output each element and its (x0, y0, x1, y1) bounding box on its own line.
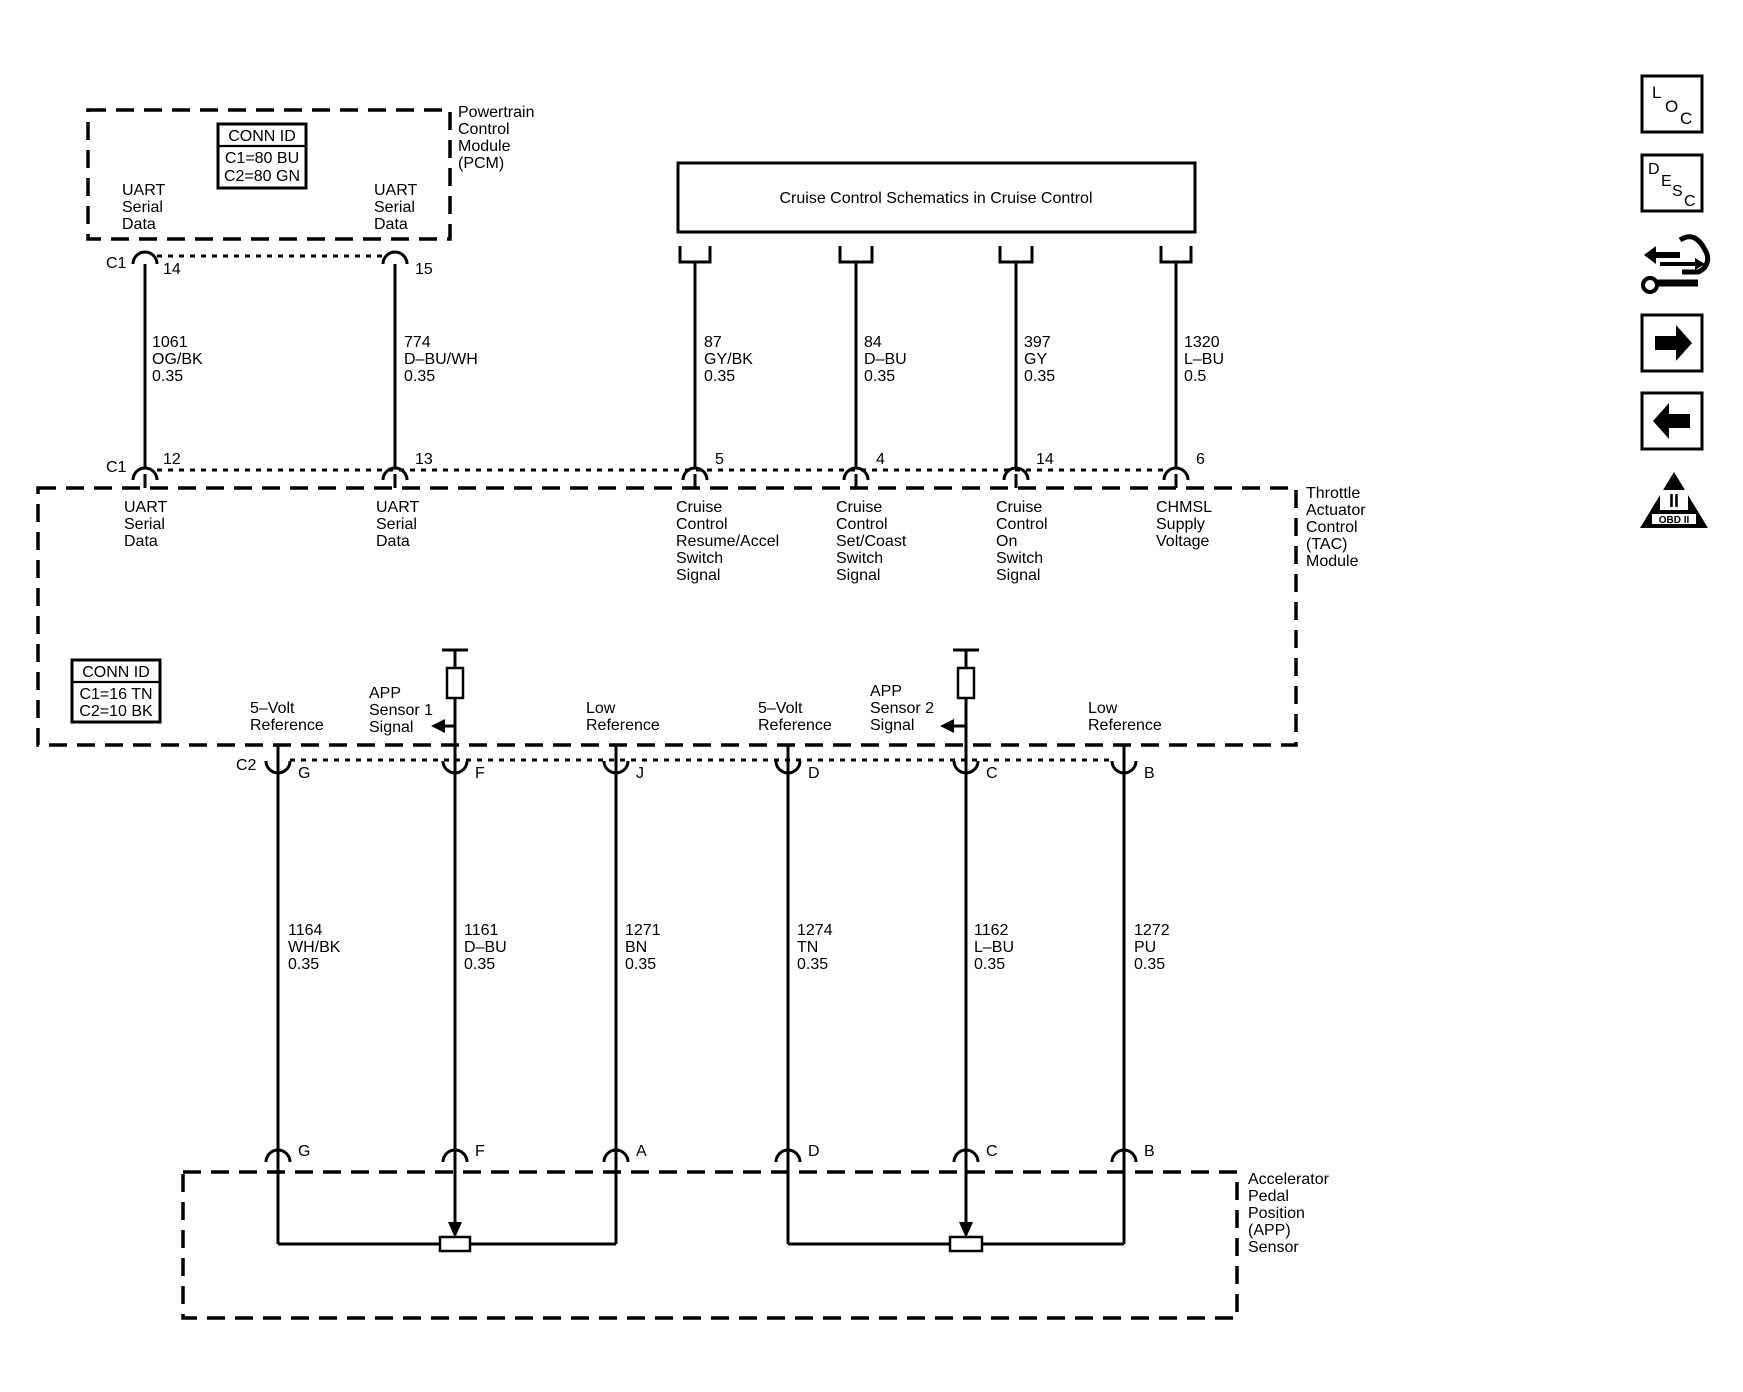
app-pin: F (475, 1143, 485, 1160)
svg-text:C: C (1684, 193, 1696, 210)
tac-top-label: UART Serial Data (376, 499, 423, 550)
tac-pin: 12 (163, 451, 181, 468)
loc-button[interactable]: L O C (1640, 74, 1704, 134)
wire-label: 1272 PU 0.35 (1134, 922, 1174, 973)
obd-ii-icon[interactable]: II OBD II (1640, 472, 1708, 528)
tac-c1-label: C1 (106, 459, 127, 476)
sensor2-pullup-resistor (940, 648, 979, 745)
wire-label: 1320 L–BU 0.5 (1184, 334, 1228, 385)
tac-pin: D (808, 765, 820, 782)
tac-pin: J (636, 765, 644, 782)
svg-text:CONN ID: CONN ID (228, 128, 296, 145)
svg-text:S: S (1672, 183, 1683, 200)
tac-pin: C (986, 765, 998, 782)
tac-top-label: Cruise Control On Switch Signal (996, 499, 1052, 584)
tac-pin: 6 (1196, 451, 1205, 468)
wire-label: 774 D–BU/WH 0.35 (404, 334, 482, 385)
navigation-toolbar: L O C D E S C (1640, 74, 1711, 528)
tac-c2-label: C2 (236, 757, 257, 774)
svg-text:C1=80 BU: C1=80 BU (225, 150, 299, 167)
connector-tool-icon[interactable] (1641, 234, 1711, 294)
wire-label: 87 GY/BK 0.35 (704, 334, 757, 385)
pcm-pin-14: 14 (163, 261, 181, 278)
desc-button[interactable]: D E S C (1640, 153, 1704, 213)
tac-pin: G (298, 765, 310, 782)
svg-text:D: D (1648, 161, 1660, 178)
app-pin: A (636, 1143, 647, 1160)
tac-top-label: CHMSL Supply Voltage (1156, 499, 1216, 550)
tac-pin: 4 (876, 451, 885, 468)
app-pin: C (986, 1143, 998, 1160)
app-pin: B (1144, 1143, 1155, 1160)
tac-pin: F (475, 765, 485, 782)
svg-text:C: C (1680, 109, 1692, 128)
tac-bottom-label: Low Reference (586, 700, 660, 734)
svg-text:II: II (1669, 491, 1679, 511)
svg-text:L: L (1652, 83, 1661, 102)
tac-bottom-label: 5–Volt Reference (250, 700, 324, 734)
tac-pin: 14 (1036, 451, 1054, 468)
app-sensor: Accelerator Pedal Position (APP) Sensor … (181, 1143, 1333, 1320)
svg-text:C1=16 TN: C1=16 TN (79, 686, 152, 703)
lower-wire-labels: 1164 WH/BK 0.35 1161 D–BU 0.35 1271 BN 0… (288, 922, 1174, 973)
tac-bottom-label: APP Sensor 2 Signal (870, 683, 939, 734)
tac-pin: B (1144, 765, 1155, 782)
sensor1-pullup-resistor (431, 648, 468, 745)
tac-c1-connector: C1 12 13 5 4 14 6 (106, 451, 1205, 488)
app-connector: G F A D C B (264, 1143, 1155, 1163)
tac-pin: 13 (415, 451, 433, 468)
tac-top-label: Cruise Control Resume/Accel Switch Signa… (676, 499, 784, 584)
svg-text:OBD II: OBD II (1659, 515, 1690, 526)
tac-bottom-label: APP Sensor 1 Signal (369, 685, 438, 736)
wire-label: 1162 L–BU 0.35 (974, 922, 1018, 973)
svg-text:C2=10 BK: C2=10 BK (79, 703, 153, 720)
next-arrow-button[interactable] (1640, 313, 1704, 373)
upper-wire-labels: 1061 OG/BK 0.35 774 D–BU/WH 0.35 87 GY/B… (152, 334, 1228, 385)
pcm-pin-label-1: UART Serial Data (122, 182, 169, 233)
cruise-control-box: Cruise Control Schematics in Cruise Cont… (676, 161, 1197, 264)
svg-text:CONN ID: CONN ID (82, 664, 150, 681)
app-sensor2-potentiometer (786, 1162, 1126, 1253)
wire-label: 1161 D–BU 0.35 (464, 922, 511, 973)
pcm-conn-id: CONN ID C1=80 BU C2=80 GN (216, 122, 308, 190)
pcm-pin-15: 15 (415, 261, 433, 278)
svg-text:E: E (1661, 173, 1672, 190)
pcm-module: Powertrain Control Module (PCM) CONN ID … (86, 104, 539, 278)
wire-label: 1164 WH/BK 0.35 (288, 922, 345, 973)
app-sensor1-potentiometer (276, 1162, 618, 1253)
pcm-name: Powertrain Control Module (PCM) (458, 104, 539, 172)
wire-label: 1271 BN 0.35 (625, 922, 665, 973)
tac-conn-id: CONN ID C1=16 TN C2=10 BK (70, 658, 162, 724)
tac-bottom-label: Low Reference (1088, 700, 1162, 734)
cruise-control-label: Cruise Control Schematics in Cruise Cont… (780, 190, 1093, 207)
tac-top-label: UART Serial Data (124, 499, 171, 550)
tac-name: Throttle Actuator Control (TAC) Module (1306, 485, 1370, 570)
tac-bottom-label: 5–Volt Reference (758, 700, 832, 734)
previous-arrow-button[interactable] (1640, 391, 1704, 451)
app-pin: D (808, 1143, 820, 1160)
tac-pin: 5 (715, 451, 724, 468)
svg-text:O: O (1665, 97, 1678, 116)
tac-top-label: Cruise Control Set/Coast Switch Signal (836, 499, 911, 584)
wire-label: 1061 OG/BK 0.35 (152, 334, 207, 385)
lower-wires (276, 745, 1126, 1162)
app-pin: G (298, 1143, 310, 1160)
app-sensor-name: Accelerator Pedal Position (APP) Sensor (1248, 1171, 1333, 1256)
tac-c2-connector: C2 G F J D C B (236, 757, 1155, 782)
tac-module: Throttle Actuator Control (TAC) Module C… (36, 451, 1370, 782)
wire-label: 397 GY 0.35 (1024, 334, 1055, 385)
wire-label: 1274 TN 0.35 (797, 922, 837, 973)
wire-label: 84 D–BU 0.35 (864, 334, 911, 385)
pcm-connector-label: C1 (106, 255, 127, 272)
upper-wires (143, 262, 1178, 468)
svg-text:C2=80 GN: C2=80 GN (224, 168, 300, 185)
pcm-pin-label-2: UART Serial Data (374, 182, 421, 233)
